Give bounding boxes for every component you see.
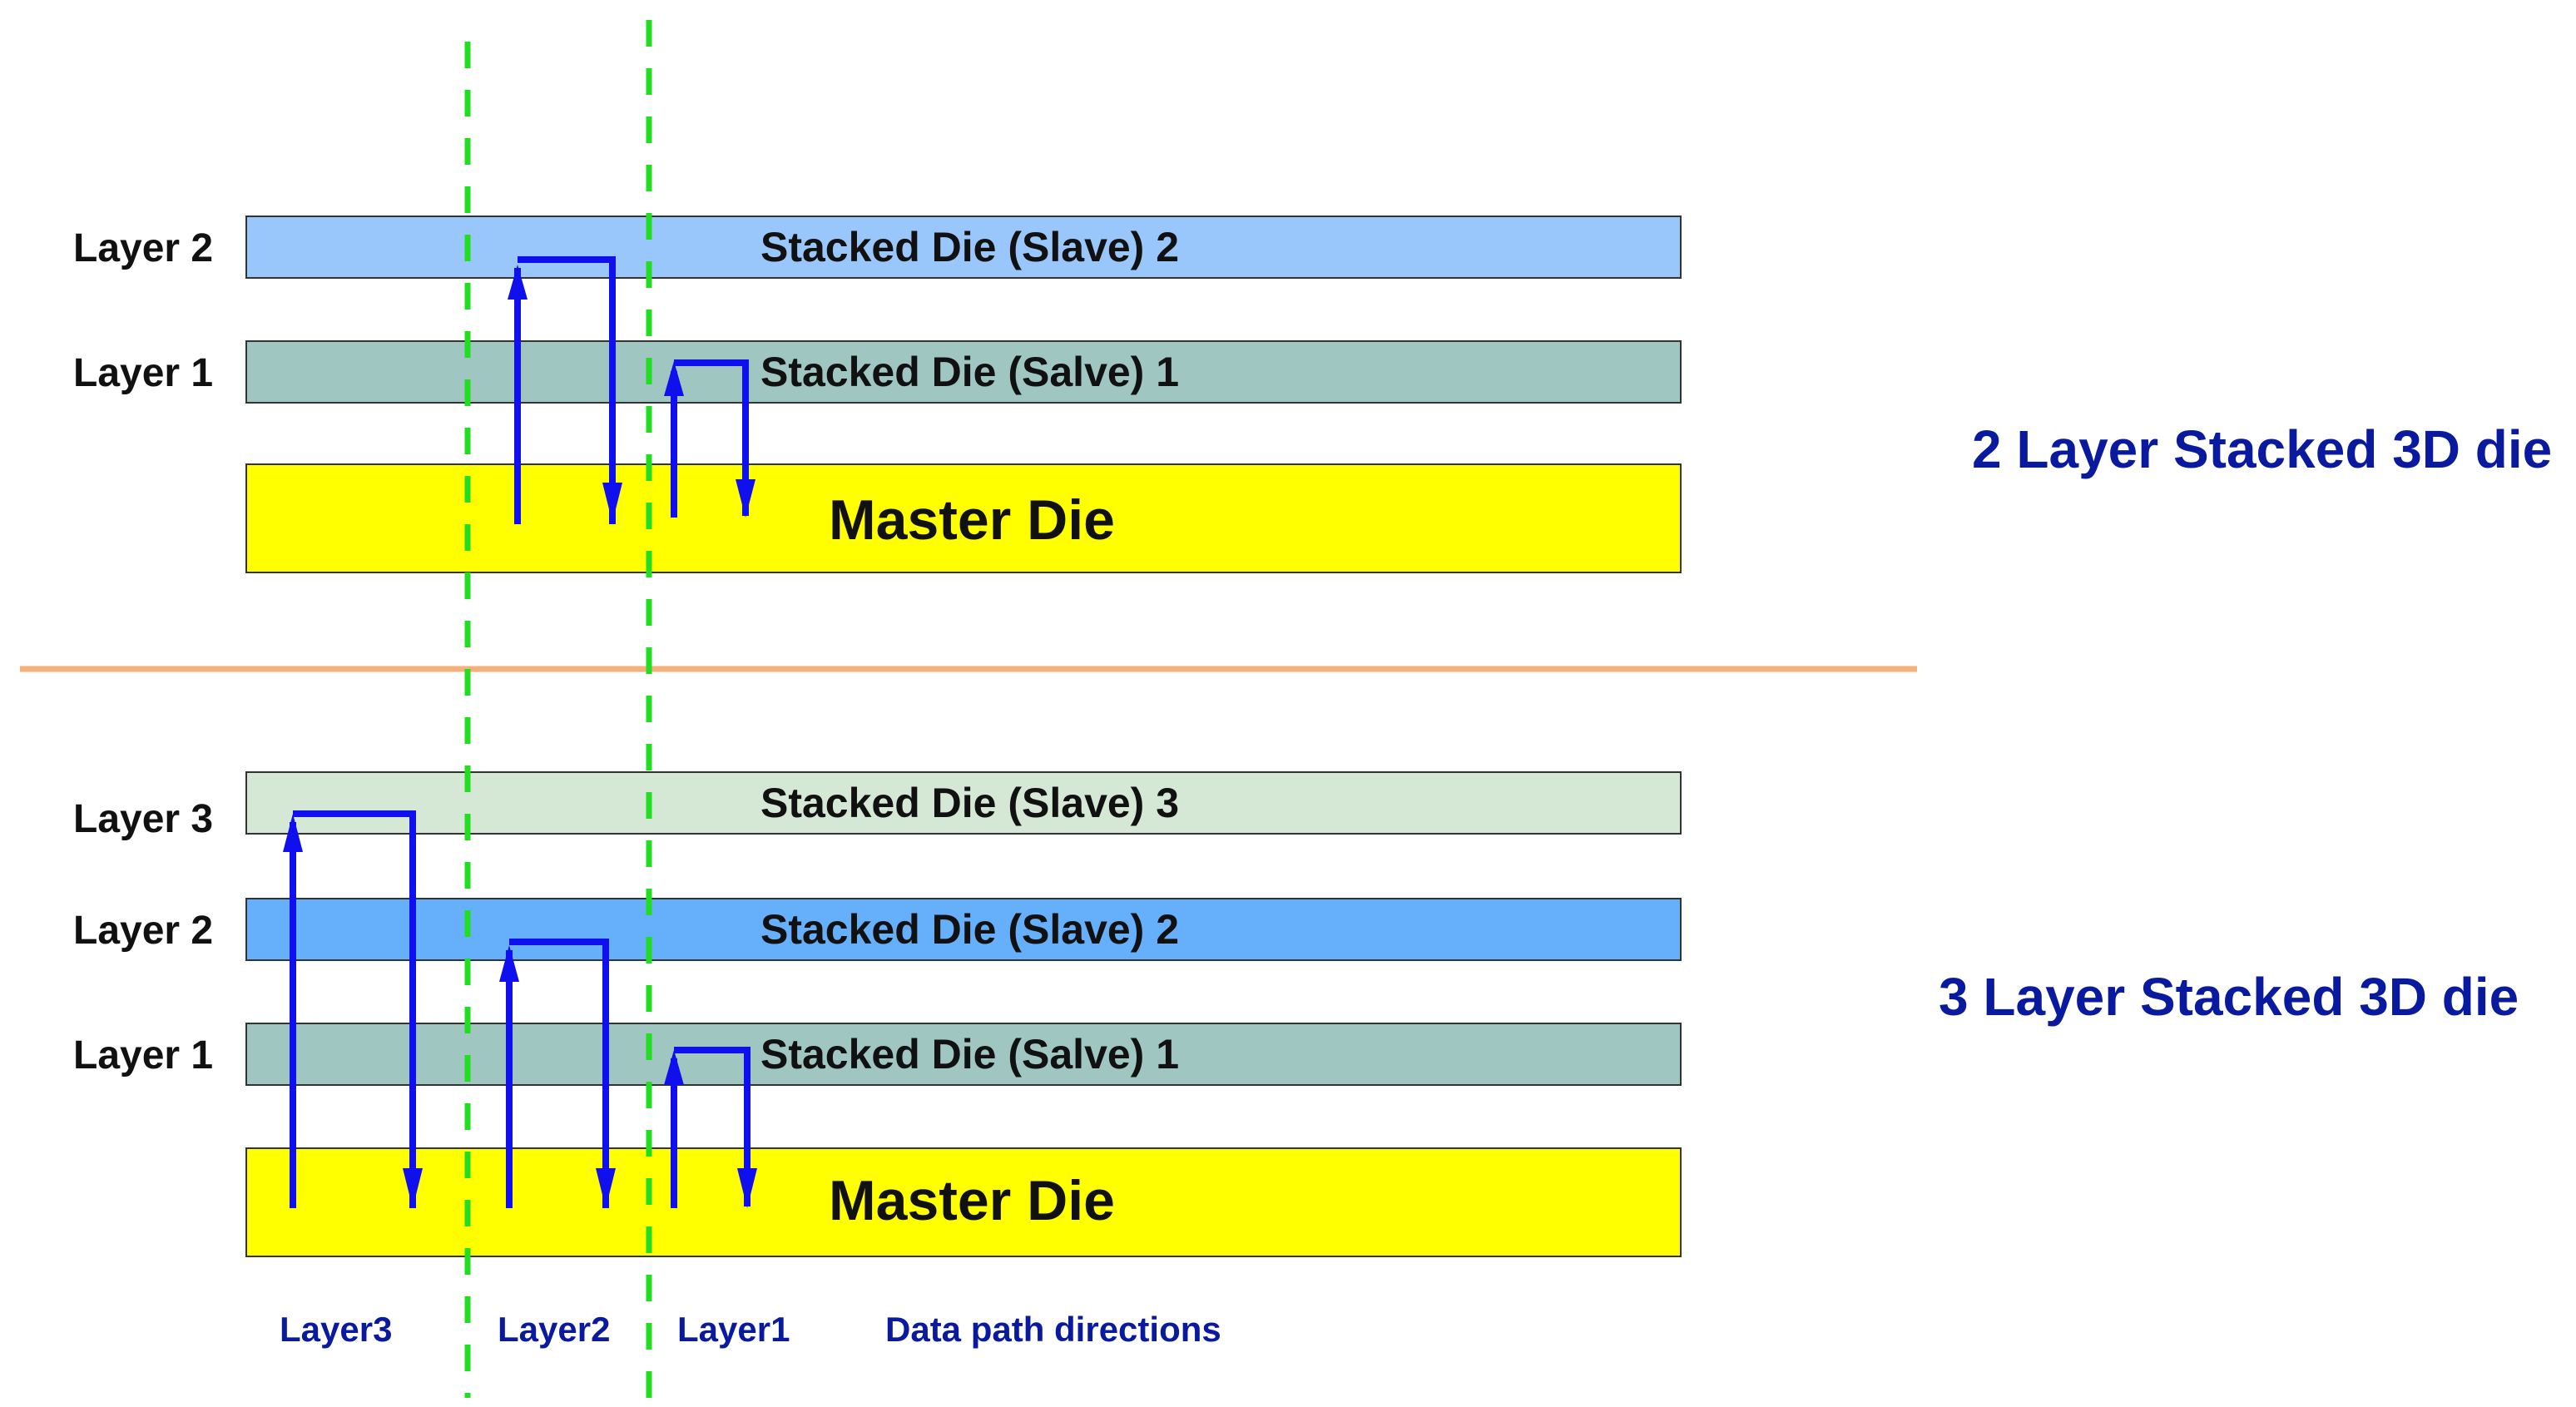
top-layer1-label: Layer 1 (73, 351, 213, 395)
bottom-layer2-down-arrowhead (596, 1168, 616, 1208)
three-layer-title: 3 Layer Stacked 3D die (1939, 967, 2519, 1027)
bottom-layer1-label: Layer 1 (73, 1033, 213, 1078)
bottom-layer2-data-path-arrow (506, 939, 609, 1208)
bottom-layer1-up-arrowhead (664, 1050, 684, 1085)
two-layer-stack: Layer 2 Layer 1 Stacked Die (Slave) 2 St… (73, 216, 2552, 573)
bottom-slave2-bar (245, 898, 1682, 961)
top-layer2-up-arrowhead (508, 265, 528, 300)
bottom-layer2-label: Layer 2 (73, 909, 213, 953)
top-layer2-down-arrowhead (602, 483, 622, 523)
bottom-layer1-down-arrowhead (737, 1168, 757, 1208)
bottom-master-die-label: Master Die (829, 1169, 1115, 1232)
bottom-slave1-bar (245, 1023, 1682, 1086)
footer-layer3-label: Layer3 (280, 1310, 392, 1349)
top-slave2-die-label: Stacked Die (Slave) 2 (760, 224, 1179, 270)
bottom-slave3-bar (245, 771, 1682, 835)
bottom-layer2-up-arrowhead (499, 945, 519, 982)
top-slave2-bar (245, 216, 1682, 279)
top-layer1-down-arrowhead (736, 479, 755, 518)
bottom-slave3-die-label: Stacked Die (Slave) 3 (760, 780, 1179, 826)
top-master-bar (245, 463, 1682, 573)
bottom-master-bar (245, 1147, 1682, 1257)
three-layer-stack: Layer 3 Layer 2 Layer 1 Stacked Die (Sla… (73, 771, 2519, 1257)
bottom-slave1-die-label: Stacked Die (Salve) 1 (760, 1031, 1179, 1078)
bottom-layer3-data-path-arrow (290, 810, 416, 1208)
bottom-slave2-die-label: Stacked Die (Slave) 2 (760, 906, 1179, 953)
top-master-die-label: Master Die (829, 488, 1115, 552)
footer-layer1-label: Layer1 (677, 1310, 790, 1349)
two-layer-title: 2 Layer Stacked 3D die (1972, 419, 2552, 479)
footer-caption: Data path directions (885, 1310, 1221, 1349)
bottom-layer3-down-arrowhead (403, 1168, 423, 1208)
top-layer2-data-path-arrow (514, 256, 616, 524)
footer-layer2-label: Layer2 (498, 1310, 610, 1349)
top-layer1-up-arrowhead (664, 361, 684, 396)
top-slave1-die-label: Stacked Die (Salve) 1 (760, 349, 1179, 395)
top-layer2-label: Layer 2 (73, 226, 213, 270)
top-slave1-bar (245, 340, 1682, 404)
bottom-layer3-up-arrowhead (283, 814, 303, 852)
bottom-layer3-label: Layer 3 (73, 797, 213, 841)
